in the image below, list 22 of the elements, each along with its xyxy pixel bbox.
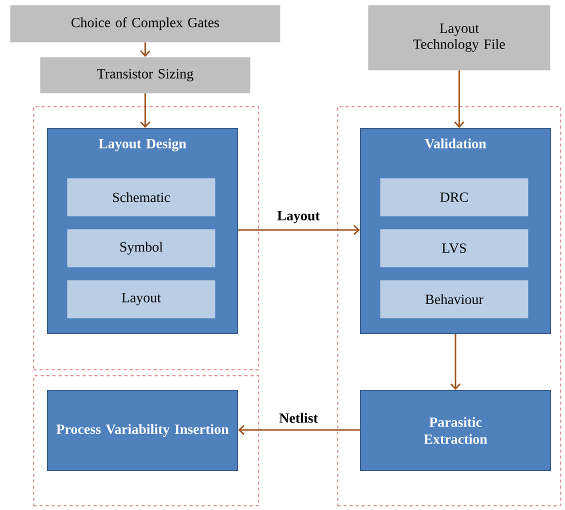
arrow [238, 424, 360, 436]
arrow [140, 93, 150, 128]
arrow [140, 42, 150, 57]
arrow [450, 334, 461, 390]
process-box: Parasitic Extraction [360, 390, 551, 471]
input-box: Transistor Sizing [40, 57, 250, 94]
step-box: DRC [380, 178, 528, 216]
step-box: LVS [380, 229, 528, 268]
dashed-group-box [33, 106, 260, 370]
edge-label: Layout [276, 210, 321, 224]
step-box: Layout [67, 280, 216, 318]
step-box: Schematic [67, 178, 216, 216]
step-box: Symbol [67, 229, 216, 268]
input-box: Choice of Complex Gates [10, 5, 280, 42]
arrow [238, 224, 360, 236]
dashed-group-box [337, 106, 562, 506]
input-box: Layout Technology File [368, 5, 550, 70]
step-box: Behaviour [380, 280, 528, 318]
edge-label: Netlist [278, 412, 319, 424]
arrow [454, 70, 464, 128]
dashed-group-box [33, 374, 260, 506]
process-box: Process Variability Insertion [47, 390, 238, 471]
